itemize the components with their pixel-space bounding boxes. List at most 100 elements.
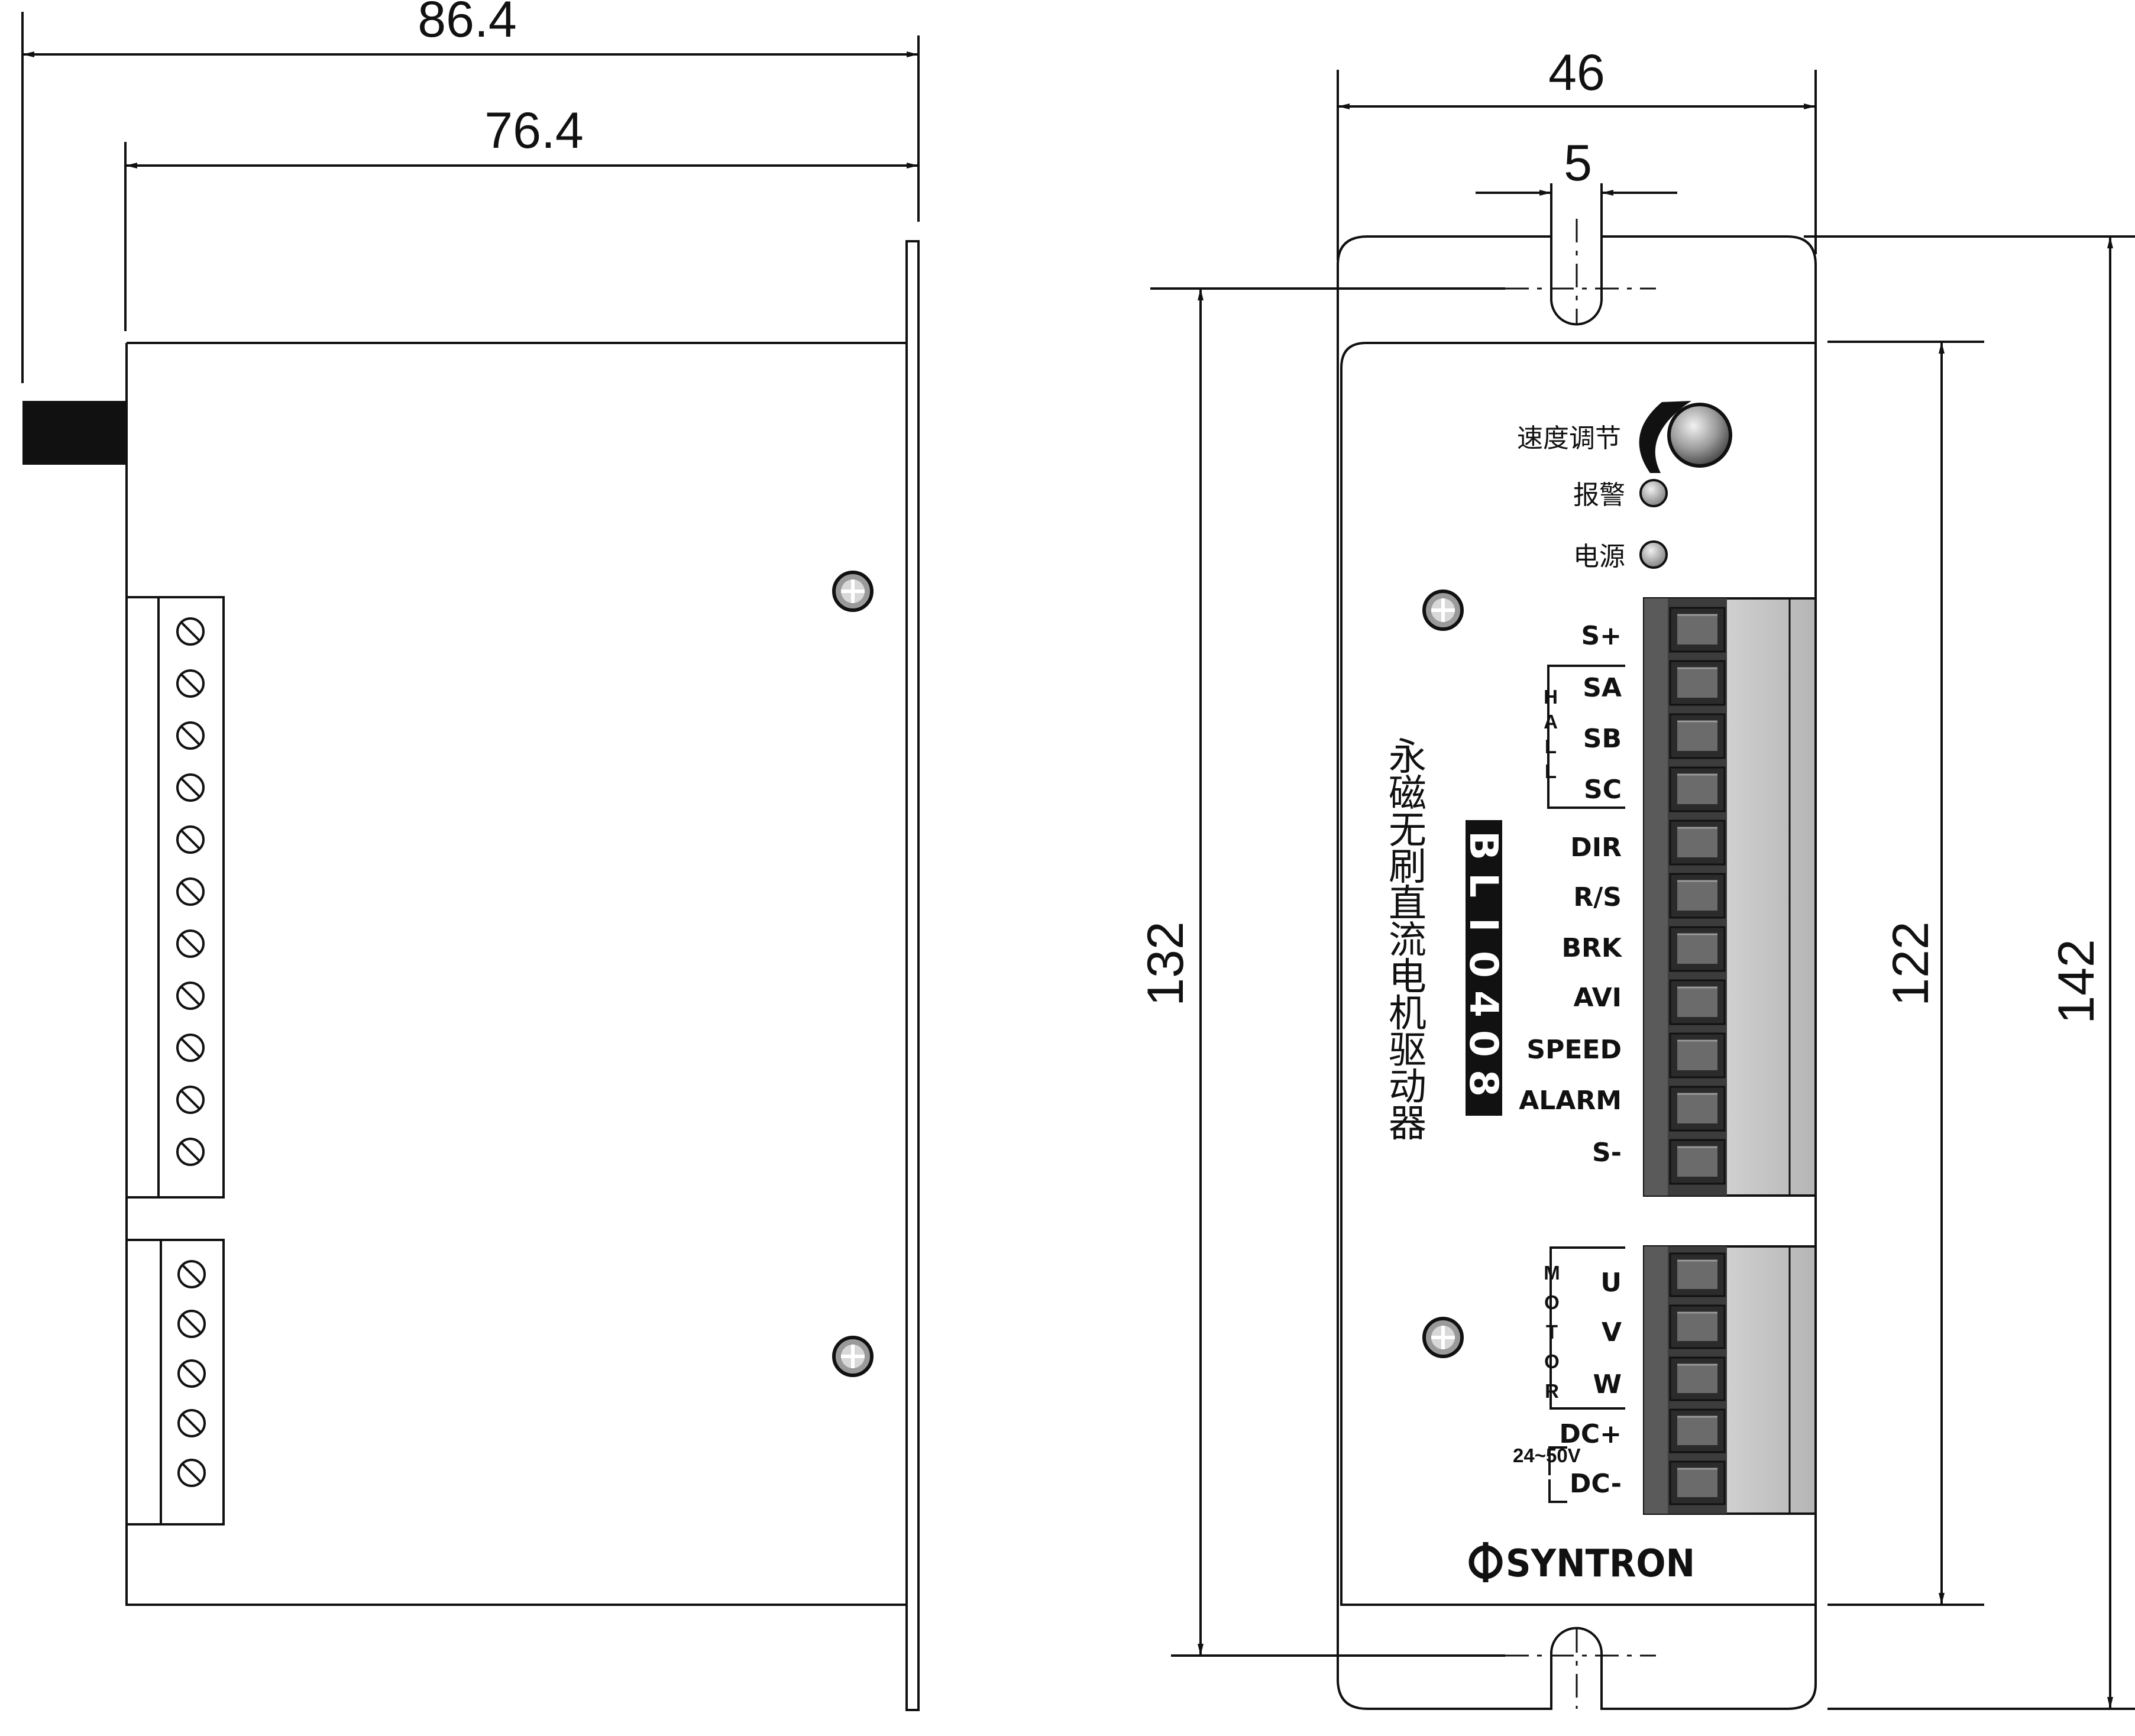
model-char: 0 [1461, 1030, 1506, 1057]
dimension-overall-depth-label: 86.4 [418, 0, 516, 48]
model-char: 0 [1461, 951, 1506, 978]
side-signal-screw-2 [176, 669, 205, 698]
front-screw-top-icon [1422, 590, 1464, 631]
motor-letter: T [1546, 1321, 1558, 1343]
alarm-label: 报警 [1573, 480, 1625, 510]
signal-terminal-block [1643, 597, 1817, 1197]
side-screw-top-icon [832, 571, 874, 612]
dimension-panel-height: 122 [1827, 341, 1984, 1606]
slot-center-lines [1505, 219, 1656, 1709]
power-terminal-cell-3 [1669, 1356, 1726, 1401]
signal-label-alarm: ALARM [1519, 1086, 1622, 1116]
power-terminal-cell-5 [1669, 1460, 1726, 1505]
motor-label-u: U [1600, 1268, 1622, 1298]
speed-label: 速度调节 [1517, 423, 1621, 454]
title-char: 流 [1389, 919, 1426, 963]
dimension-front-width-label: 46 [1548, 44, 1605, 101]
side-signal-screw-7 [176, 929, 205, 958]
side-signal-screw-6 [176, 877, 205, 906]
front-panel-inner [1340, 342, 1816, 1606]
side-power-screw-3 [177, 1359, 206, 1388]
title-char: 刷 [1389, 846, 1426, 889]
dimension-front-width: 46 [1337, 44, 1817, 260]
dimension-body-depth: 76.4 [124, 102, 918, 331]
model-char: I [1461, 918, 1506, 932]
syntron-logo: SYNTRON [1468, 1542, 1695, 1586]
title-char: 无 [1389, 809, 1426, 853]
power-terminal-block [1643, 1245, 1817, 1515]
side-signal-screw-3 [176, 721, 205, 750]
dimension-mount-pitch: 132 [1137, 287, 1505, 1657]
power-terminal-cell-4 [1669, 1408, 1726, 1453]
signal-terminal-cell-7 [1669, 926, 1726, 972]
speed-knob[interactable] [1667, 403, 1732, 468]
signal-label-s: S+ [1581, 621, 1622, 651]
model-box [1466, 820, 1502, 1116]
voltage-label: 24~50V [1513, 1444, 1581, 1466]
side-signal-screw-8 [176, 982, 205, 1010]
signal-label-brk: BRK [1561, 933, 1622, 963]
front-screw-bottom-icon [1422, 1317, 1464, 1358]
logo-text: SYNTRON [1506, 1542, 1695, 1586]
power-label-dcplus: DC+ [1559, 1419, 1622, 1449]
signal-label-s: S- [1592, 1138, 1622, 1168]
model-char: B [1461, 831, 1506, 860]
side-power-screw-5 [177, 1459, 206, 1487]
signal-label-rs: R/S [1573, 882, 1622, 912]
knob-shaft [22, 401, 127, 465]
side-signal-screw-4 [176, 773, 205, 802]
side-signal-screw-10 [176, 1086, 205, 1114]
signal-terminal-cell-4 [1669, 766, 1726, 812]
title-char: 驱 [1389, 1029, 1426, 1073]
dimension-overall-height: 142 [1804, 235, 2135, 1710]
front-screws [1422, 590, 1464, 1358]
dimension-panel-height-label: 122 [1882, 921, 1939, 1006]
hall-letter: L [1545, 736, 1557, 757]
signal-terminal-cell-2 [1669, 660, 1726, 706]
model-char: L [1461, 873, 1506, 898]
hall-letter: H [1544, 686, 1558, 708]
knob-bracket [1639, 401, 1691, 473]
motor-letter: M [1544, 1262, 1560, 1284]
signal-label-dir: DIR [1570, 833, 1622, 863]
side-power-block [125, 1239, 225, 1526]
alarm-indicator: 报警 [1573, 479, 1668, 510]
side-signal-screw-1 [176, 617, 205, 646]
side-signal-screw-5 [176, 825, 205, 854]
signal-terminal-cells [1669, 607, 1726, 1185]
front-view: 46 5 132 [1137, 44, 2135, 1710]
signal-label-avi: AVI [1574, 983, 1622, 1013]
side-power-screw-1 [177, 1260, 206, 1288]
signal-label-sa: SA [1583, 673, 1622, 703]
side-screws [832, 571, 874, 1377]
side-terminal-blocks [125, 596, 225, 1526]
dimension-slot-width-label: 5 [1564, 135, 1592, 192]
signal-terminal-cell-11 [1669, 1139, 1726, 1185]
dimension-mount-pitch-label: 132 [1137, 921, 1194, 1006]
signal-terminal-cell-9 [1669, 1032, 1726, 1078]
motor-letter: O [1544, 1350, 1560, 1372]
hall-letter: L [1545, 760, 1557, 782]
title-char: 器 [1389, 1102, 1426, 1146]
side-body-outline [125, 342, 907, 1606]
motor-terminal-labels: UVW [1593, 1268, 1622, 1400]
power-label: 电源 [1573, 542, 1625, 572]
speed-control: 速度调节 [1517, 401, 1732, 473]
signal-terminal-cell-5 [1669, 820, 1726, 866]
motor-letter: R [1545, 1380, 1559, 1402]
motor-label-v: V [1602, 1317, 1622, 1348]
signal-terminal-cell-10 [1669, 1086, 1726, 1132]
side-signal-screw-9 [176, 1034, 205, 1062]
title-char: 动 [1389, 1065, 1426, 1109]
power-terminal-cell-2 [1669, 1304, 1726, 1349]
signal-terminal-cell-3 [1669, 713, 1726, 759]
power-terminal-cell-1 [1669, 1252, 1726, 1297]
